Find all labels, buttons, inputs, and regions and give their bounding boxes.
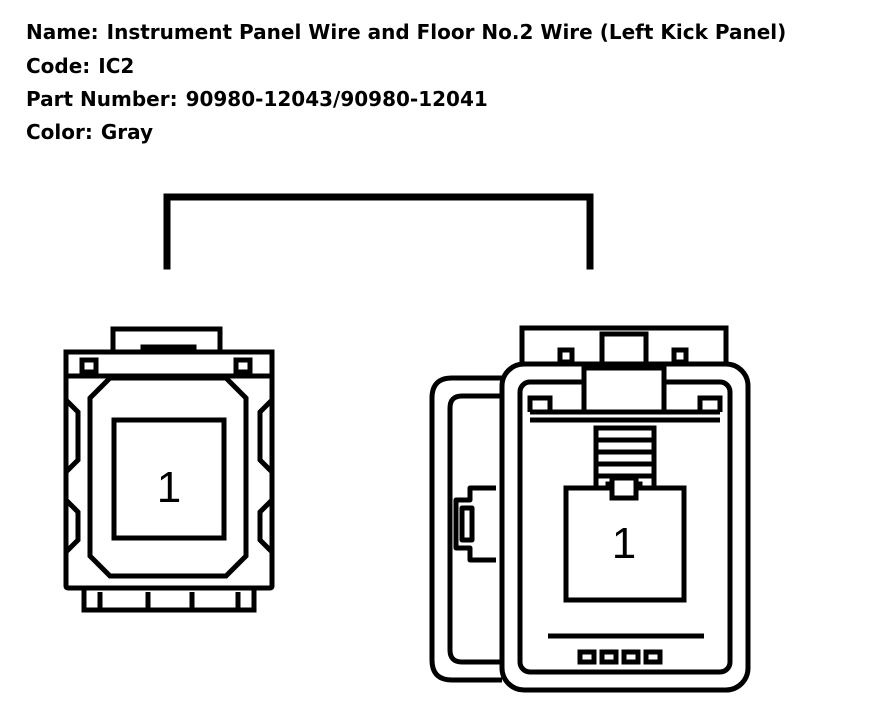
right-lock-shoulder bbox=[527, 395, 553, 412]
left-cavity bbox=[111, 417, 227, 541]
right-latch-window bbox=[557, 347, 575, 365]
left-pin-number: 1 bbox=[157, 463, 181, 512]
left-side-notch-3 bbox=[257, 398, 274, 474]
left-bottom-feet bbox=[81, 588, 257, 613]
right-side-housing-inner bbox=[447, 393, 502, 665]
color-value: Gray bbox=[100, 120, 154, 144]
right-latch-window-2 bbox=[671, 347, 689, 365]
right-cavity-key bbox=[609, 475, 639, 501]
left-side-notch bbox=[64, 398, 81, 474]
left-side-notch-2 bbox=[64, 498, 81, 554]
left-connector bbox=[63, 326, 275, 613]
right-lock bbox=[581, 365, 667, 415]
color-line: Color: Gray bbox=[26, 120, 153, 144]
right-connector bbox=[429, 325, 751, 693]
name-value: Instrument Panel Wire and Floor No.2 Wir… bbox=[106, 20, 787, 44]
part-number-label: Part Number: bbox=[26, 87, 178, 111]
right-lock-shoulder-2 bbox=[697, 395, 723, 412]
right-bottom-vent-4 bbox=[643, 649, 663, 665]
right-pin-number: 1 bbox=[612, 519, 636, 568]
code-label: Code: bbox=[26, 54, 91, 78]
right-side-clip-slot bbox=[459, 505, 475, 543]
left-rail-window-2 bbox=[233, 357, 253, 375]
part-number-line: Part Number: 90980-12043/90980-12041 bbox=[26, 87, 488, 111]
name-label: Name: bbox=[26, 20, 99, 44]
right-bottom-vent bbox=[577, 649, 597, 665]
right-side-housing bbox=[429, 375, 502, 683]
name-line: Name: Instrument Panel Wire and Floor No.… bbox=[26, 20, 786, 44]
right-side-clip bbox=[453, 485, 496, 563]
part-number-value: 90980-12043/90980-12041 bbox=[185, 87, 488, 111]
right-bottom-vent-3 bbox=[621, 649, 641, 665]
color-label: Color: bbox=[26, 120, 93, 144]
right-bottom-vent-2 bbox=[599, 649, 619, 665]
right-cavity bbox=[563, 485, 687, 603]
left-rail-window bbox=[79, 357, 99, 375]
code-line: Code: IC2 bbox=[26, 54, 134, 78]
left-side-notch-4 bbox=[257, 498, 274, 554]
code-value: IC2 bbox=[98, 54, 135, 78]
mating-bracket bbox=[163, 193, 594, 270]
